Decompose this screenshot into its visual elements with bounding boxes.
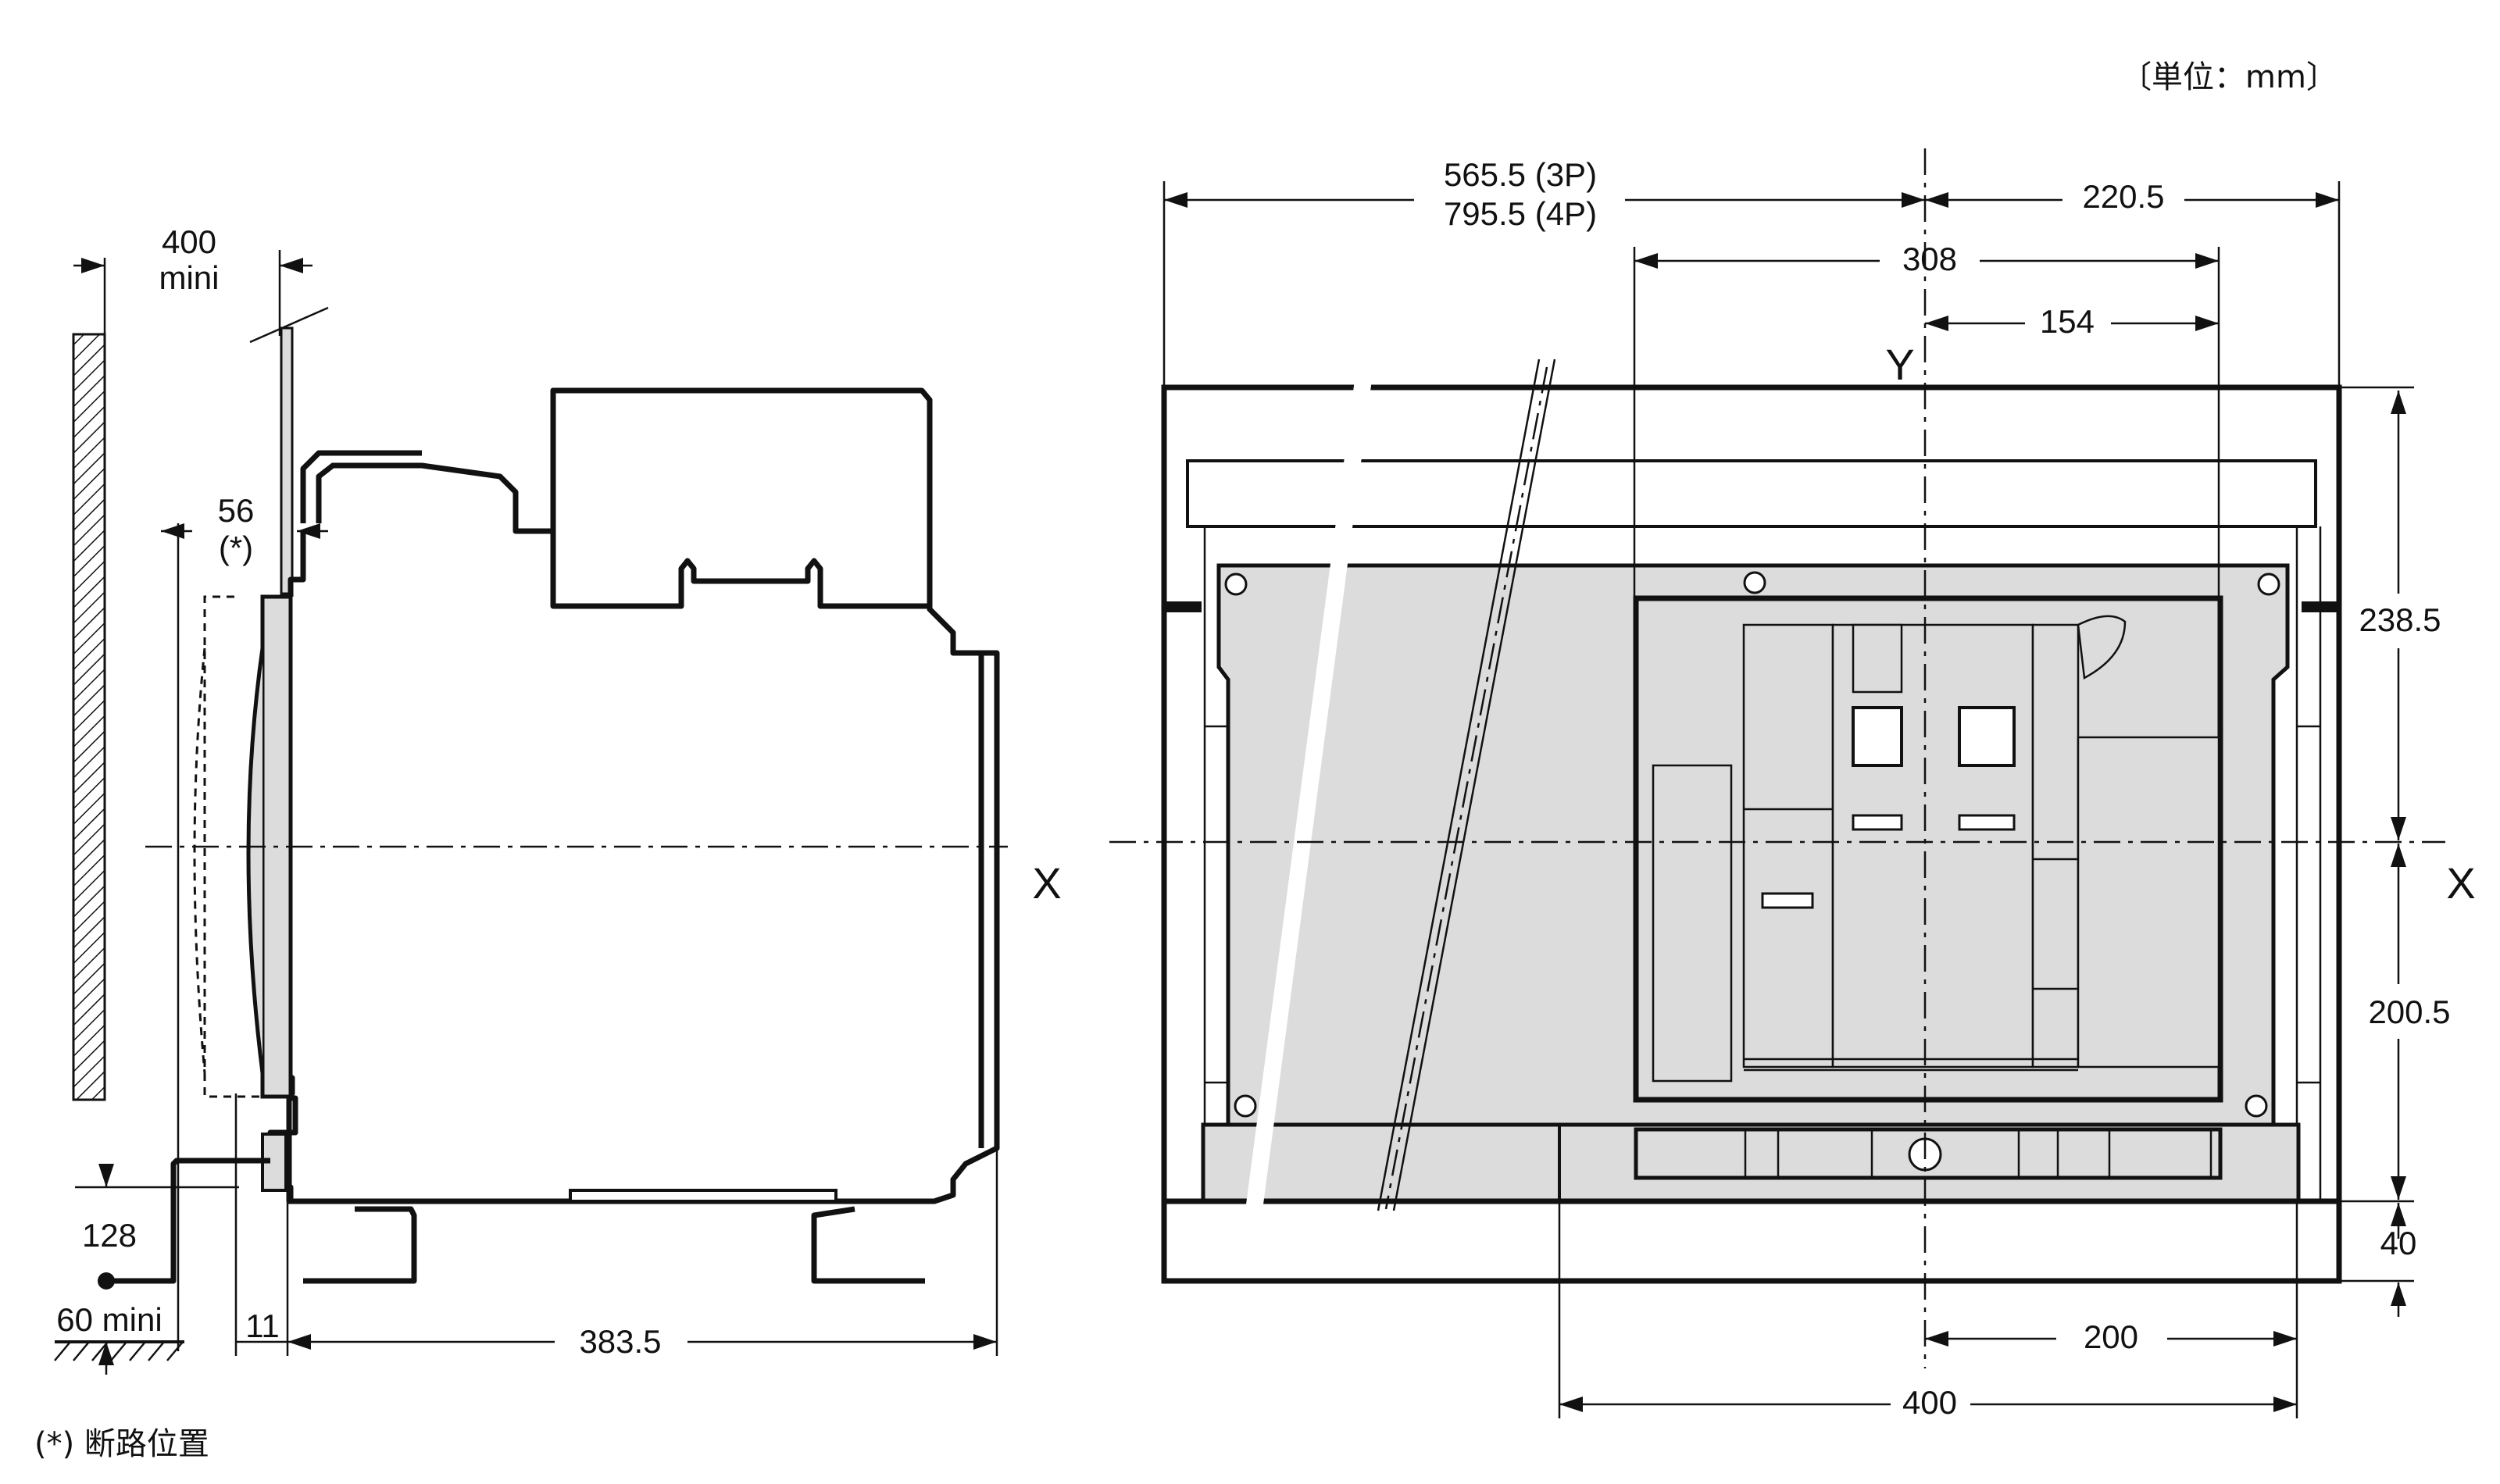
width-4p-label: 795.5 (4P) bbox=[1444, 195, 1597, 232]
width-154-label: 154 bbox=[2040, 303, 2095, 340]
side-axis-x-label: X bbox=[1032, 858, 1061, 908]
front-axis-x-label: X bbox=[2446, 858, 2475, 908]
depth-label: 383.5 bbox=[579, 1323, 661, 1360]
height-lower-label: 200.5 bbox=[2368, 993, 2450, 1030]
unit-note: 〔単位：mm〕 bbox=[2120, 59, 2338, 95]
height-base-label: 40 bbox=[2380, 1225, 2417, 1261]
footnote: (*) 断路位置 bbox=[34, 1426, 209, 1462]
base-half-label: 200 bbox=[2084, 1318, 2138, 1355]
width-3p-label: 565.5 (3P) bbox=[1444, 156, 1597, 193]
panel-plate bbox=[280, 326, 294, 595]
disconnected-offset-label: 56 bbox=[218, 492, 255, 529]
front-offset-label: 11 bbox=[245, 1307, 280, 1344]
side-view: 400 mini 56 (*) bbox=[54, 223, 1062, 1375]
right-half-width-label: 220.5 bbox=[2082, 178, 2164, 215]
wall-hatch bbox=[72, 333, 106, 1101]
floor-label: 60 mini bbox=[56, 1301, 162, 1338]
front-axis-y-label: Y bbox=[1885, 340, 1914, 389]
break-lines bbox=[1245, 359, 1556, 1211]
front-view: Y X 565.5 (3P) 795.5 (4P) 220.5 308 154 … bbox=[1109, 148, 2476, 1421]
clearance-top-label: 400 bbox=[162, 223, 216, 260]
disconnected-offset-sub: (*) bbox=[219, 530, 253, 566]
height-upper-label: 238.5 bbox=[2359, 601, 2441, 638]
bottom-clearance-label: 128 bbox=[82, 1217, 137, 1254]
clearance-top-sub: mini bbox=[159, 259, 219, 296]
base-width-label: 400 bbox=[1902, 1384, 1957, 1421]
width-308-label: 308 bbox=[1902, 241, 1957, 277]
floor-hatch bbox=[54, 1341, 184, 1361]
